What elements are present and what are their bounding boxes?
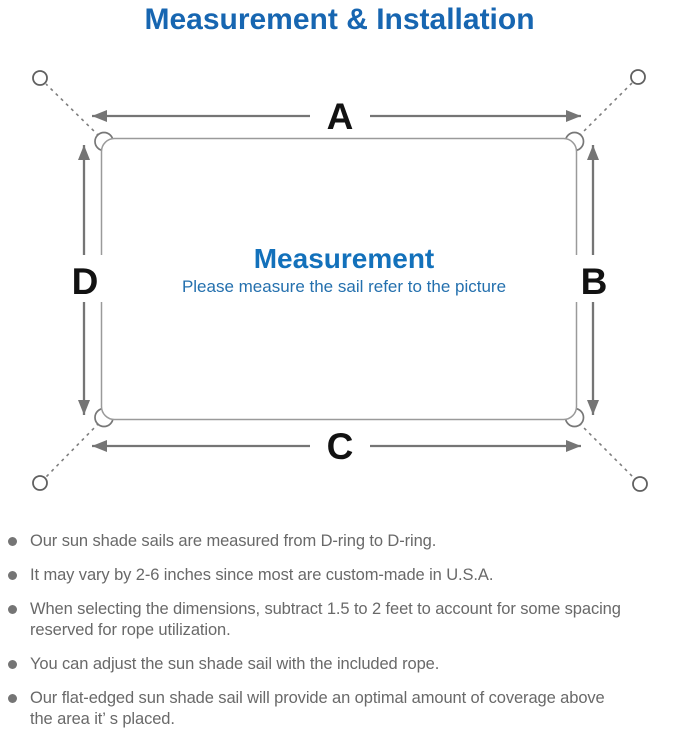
- measurement-diagram: A B C D Measurement Please measure the s…: [32, 69, 648, 492]
- dimension-label-c: C: [327, 426, 354, 467]
- note-item: Our sun shade sails are measured from D-…: [0, 531, 667, 552]
- bullet-dot-icon: [8, 571, 17, 580]
- note-line: You can adjust the sun shade sail with t…: [30, 655, 440, 673]
- anchor-point-icon: [630, 69, 646, 85]
- note-item: You can adjust the sun shade sail with t…: [0, 654, 667, 675]
- rope-dashed-line-bottom-right: [578, 422, 635, 479]
- bullet-dot-icon: [8, 537, 17, 546]
- bullet-dot-icon: [8, 605, 17, 614]
- dimension-label-b: B: [581, 261, 608, 302]
- bullet-dot-icon: [8, 694, 17, 703]
- anchor-point-icon: [32, 475, 48, 491]
- diagram-center-heading: Measurement: [254, 243, 435, 274]
- page-title: Measurement & Installation: [144, 3, 535, 36]
- rope-dashed-line-top-left: [45, 83, 100, 137]
- note-line: reserved for rope utilization.: [30, 621, 231, 639]
- anchor-point-icon: [32, 70, 48, 86]
- rope-dashed-line-bottom-left: [45, 422, 100, 478]
- bullet-dot-icon: [8, 660, 17, 669]
- diagram-center-subtitle: Please measure the sail refer to the pic…: [182, 277, 506, 296]
- note-item: It may vary by 2-6 inches since most are…: [0, 565, 667, 586]
- notes-list: Our sun shade sails are measured from D-…: [0, 531, 667, 739]
- note-line: Our sun shade sails are measured from D-…: [30, 532, 437, 550]
- rope-dashed-line-top-right: [578, 82, 633, 137]
- dimension-label-a: A: [327, 96, 354, 137]
- note-item: When selecting the dimensions, subtract …: [0, 599, 667, 641]
- dimension-label-d: D: [72, 261, 99, 302]
- anchor-point-icon: [632, 476, 648, 492]
- note-line: It may vary by 2-6 inches since most are…: [30, 566, 494, 584]
- note-line: When selecting the dimensions, subtract …: [30, 600, 621, 618]
- note-line: Our flat-edged sun shade sail will provi…: [30, 689, 605, 707]
- note-line: the area it’ s placed.: [30, 710, 175, 728]
- note-item: Our flat-edged sun shade sail will provi…: [0, 688, 667, 730]
